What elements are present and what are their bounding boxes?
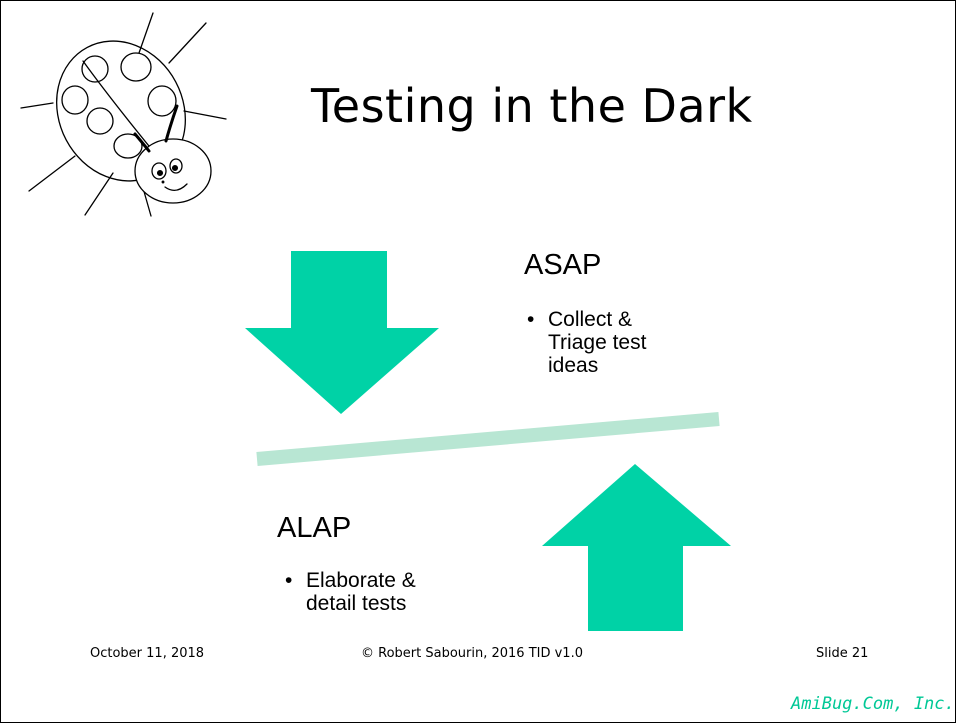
alap-bullet-line: detail tests (306, 592, 407, 615)
bullet-dot: • (285, 569, 293, 592)
asap-bullet: • Collect & Triage test ideas (527, 308, 727, 388)
slide-title: Testing in the Dark (311, 79, 753, 133)
alap-bullet-line: Elaborate & (306, 569, 416, 592)
asap-bullet-text: Collect & Triage test ideas (548, 308, 646, 377)
seesaw-bar (256, 412, 720, 466)
alap-bullet-text: Elaborate & detail tests (306, 569, 416, 615)
asap-heading: ASAP (524, 249, 602, 281)
arrow-up-icon (542, 464, 731, 631)
footer-copyright: © Robert Sabourin, 2016 TID v1.0 (361, 646, 583, 661)
arrow-down-icon (245, 251, 439, 414)
bullet-dot: • (527, 308, 535, 331)
alap-bullet: • Elaborate & detail tests (285, 569, 485, 621)
asap-bullet-line: ideas (548, 354, 599, 377)
footer-slide-number: Slide 21 (816, 646, 869, 661)
alap-heading: ALAP (277, 512, 352, 544)
ladybug-icon (20, 12, 227, 217)
footer-date: October 11, 2018 (90, 646, 205, 661)
asap-bullet-line: Triage test (548, 331, 647, 354)
brand-name: AmiBug.Com, Inc. (791, 694, 955, 714)
asap-bullet-line: Collect & (548, 308, 633, 331)
